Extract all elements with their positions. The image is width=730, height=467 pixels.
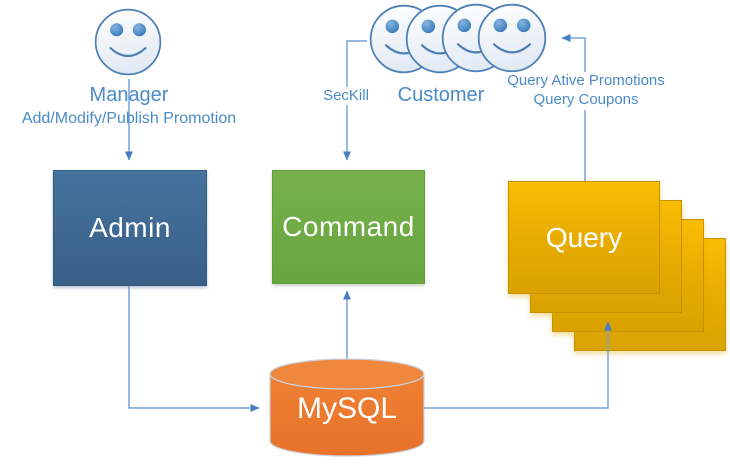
mysql-cylinder-body bbox=[269, 374, 425, 457]
query-promotions-edge-label: Query Ative Promotions bbox=[486, 72, 686, 91]
mysql-node-label: MySQL bbox=[296, 392, 398, 425]
manager-action-label: Add/Modify/Publish Promotion bbox=[21, 110, 237, 127]
query-to-customer-arrow bbox=[561, 34, 586, 182]
mysql-to-query-arrow bbox=[424, 321, 612, 409]
command-node: Command bbox=[272, 170, 425, 284]
query-node: Query bbox=[508, 181, 660, 294]
customer-label: Customer bbox=[381, 83, 501, 107]
customer-avatar-icon bbox=[477, 3, 547, 73]
query-node-back bbox=[574, 238, 726, 351]
manager-label: Manager bbox=[89, 84, 169, 106]
query-node-label: Query bbox=[545, 221, 623, 253]
mysql-database-icon bbox=[269, 358, 425, 457]
customer-avatar-icon bbox=[405, 4, 475, 74]
manager-avatar-icon bbox=[94, 8, 162, 76]
admin-to-mysql-arrow bbox=[128, 284, 260, 412]
command-node-label: Command bbox=[282, 211, 415, 242]
query-coupons-edge-label: Query Coupons bbox=[486, 91, 686, 110]
customer-avatar-icon bbox=[369, 4, 439, 74]
admin-node: Admin bbox=[53, 170, 207, 286]
query-node-back bbox=[552, 219, 704, 332]
customer-avatar-icon bbox=[441, 3, 511, 73]
query-node-back bbox=[530, 200, 682, 313]
mysql-cylinder-top bbox=[269, 358, 425, 390]
admin-node-label: Admin bbox=[89, 212, 171, 243]
seckill-edge-label: SecKill bbox=[306, 87, 386, 105]
